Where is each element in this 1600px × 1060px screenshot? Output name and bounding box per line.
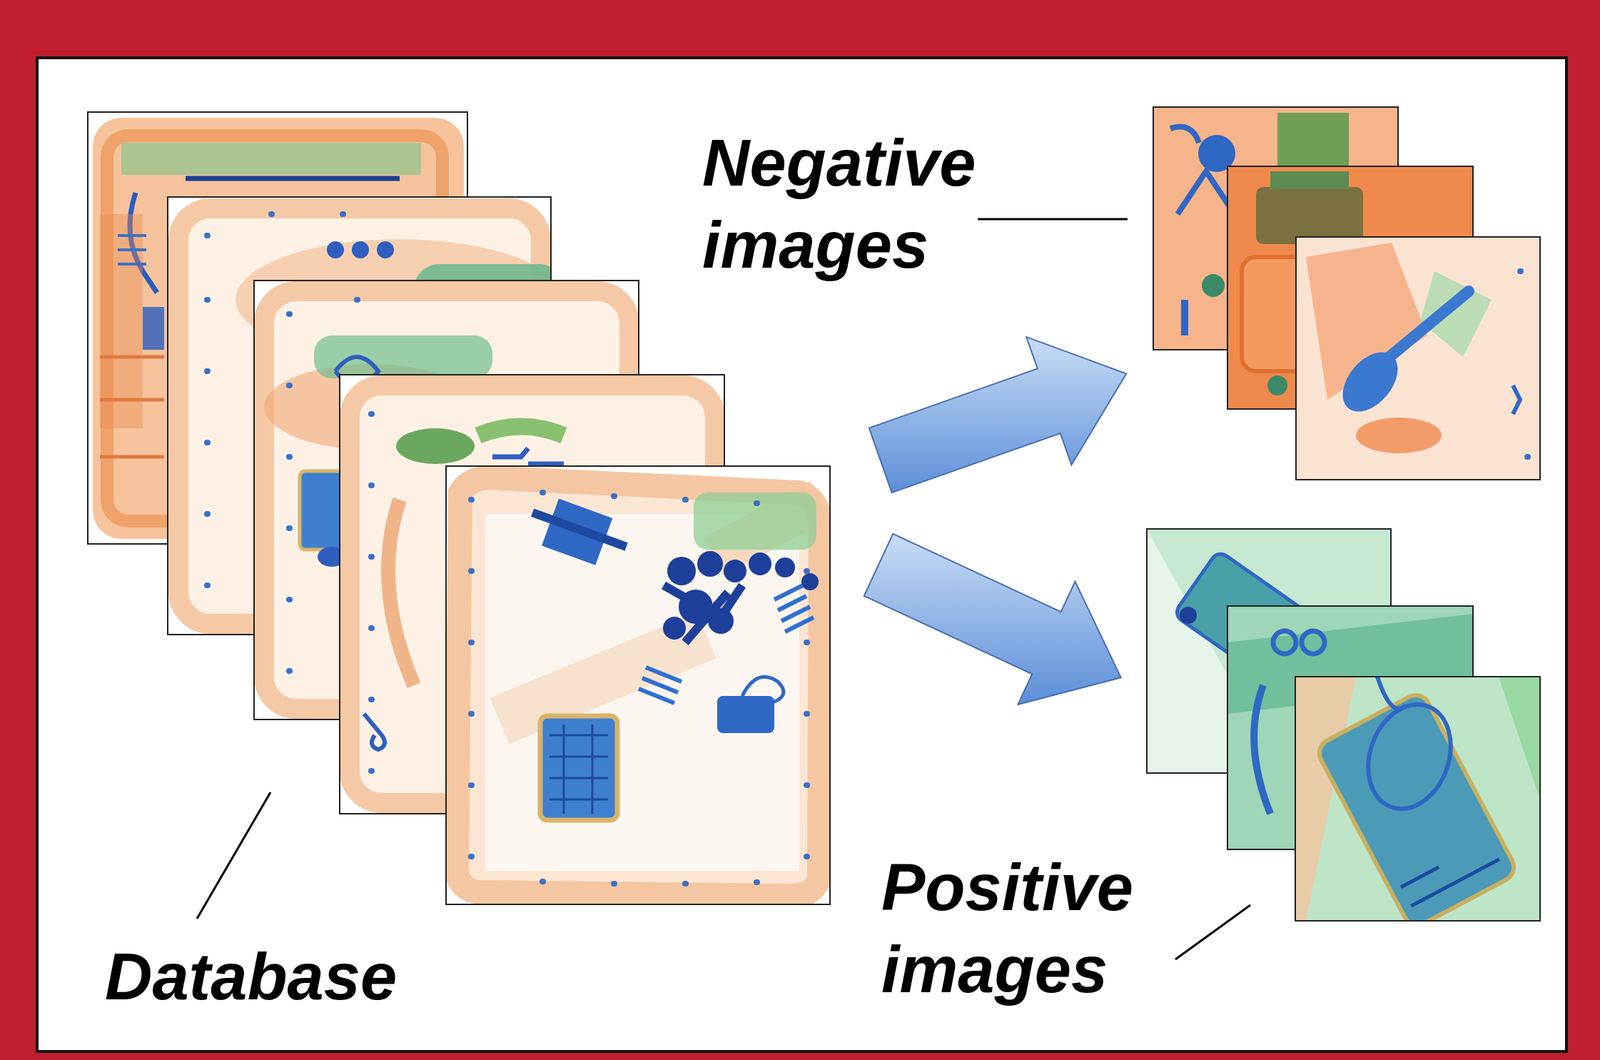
leader-lines	[196, 219, 1251, 960]
xray-crop	[1295, 236, 1541, 480]
image-stack: Positive images	[1146, 528, 1541, 921]
block-arrow	[864, 533, 1122, 705]
stack-label: Positive images	[881, 846, 1167, 1011]
xray-crop	[1295, 676, 1541, 930]
image-stack: Negative images	[1153, 107, 1541, 480]
block-arrow	[869, 336, 1127, 493]
stack-label: Database	[104, 935, 434, 1018]
xray-frame	[446, 466, 830, 905]
stack-label: Negative images	[702, 122, 1010, 287]
